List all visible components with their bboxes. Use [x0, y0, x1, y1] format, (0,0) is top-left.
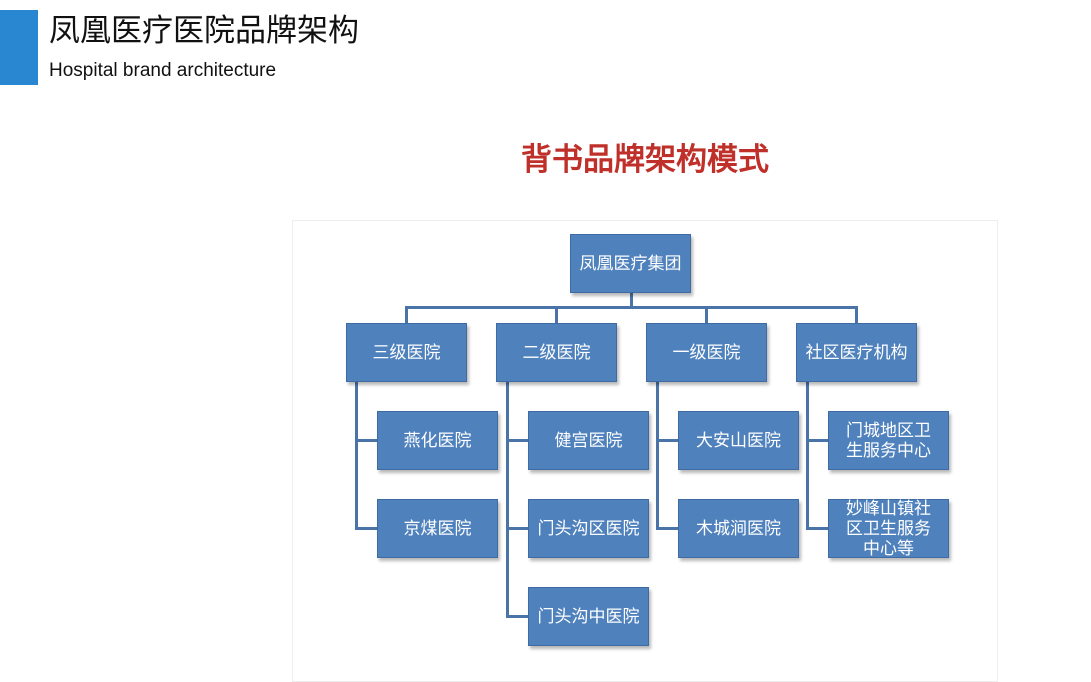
- category-drop-1: [405, 306, 408, 323]
- category-drop-2: [555, 306, 558, 323]
- branch-stub: [355, 527, 378, 530]
- branch-stub: [806, 439, 828, 442]
- category-node-tier1: 一级医院: [646, 323, 767, 382]
- category-node-community: 社区医疗机构: [796, 323, 917, 382]
- root-connector: [630, 293, 633, 307]
- branch-stub: [806, 527, 828, 530]
- category-node-tier2: 二级医院: [496, 323, 617, 382]
- branch-stub: [506, 439, 528, 442]
- hospital-node: 门头沟中医院: [528, 587, 649, 646]
- hospital-node: 木城涧医院: [678, 499, 799, 558]
- branch-stub: [506, 527, 528, 530]
- branch-stub: [656, 527, 678, 530]
- community-center-node: 妙峰山镇社区卫生服务中心等: [828, 499, 949, 559]
- page-subtitle-en: Hospital brand architecture: [49, 60, 277, 81]
- diagram-title: 背书品牌架构模式: [521, 142, 769, 178]
- hospital-node: 京煤医院: [377, 499, 498, 558]
- category-drop-3: [705, 306, 708, 323]
- category-bus: [405, 306, 858, 309]
- branch-line-1: [355, 382, 358, 530]
- hospital-node: 大安山医院: [678, 411, 799, 470]
- branch-line-4: [806, 382, 809, 530]
- branch-stub: [355, 439, 378, 442]
- hospital-node: 燕化医院: [377, 411, 498, 470]
- community-center-node: 门城地区卫生服务中心: [828, 411, 949, 470]
- category-node-tier3: 三级医院: [346, 323, 467, 382]
- root-node: 凤凰医疗集团: [570, 234, 691, 293]
- branch-stub: [656, 439, 678, 442]
- branch-stub: [506, 615, 528, 618]
- branch-line-3: [656, 382, 659, 530]
- header-accent-bar: [0, 10, 38, 85]
- hospital-node: 健宫医院: [528, 411, 649, 470]
- hospital-node: 门头沟区医院: [528, 499, 649, 558]
- category-drop-4: [855, 306, 858, 323]
- branch-line-2: [506, 382, 509, 618]
- page-title: 凤凰医疗医院品牌架构: [49, 13, 359, 49]
